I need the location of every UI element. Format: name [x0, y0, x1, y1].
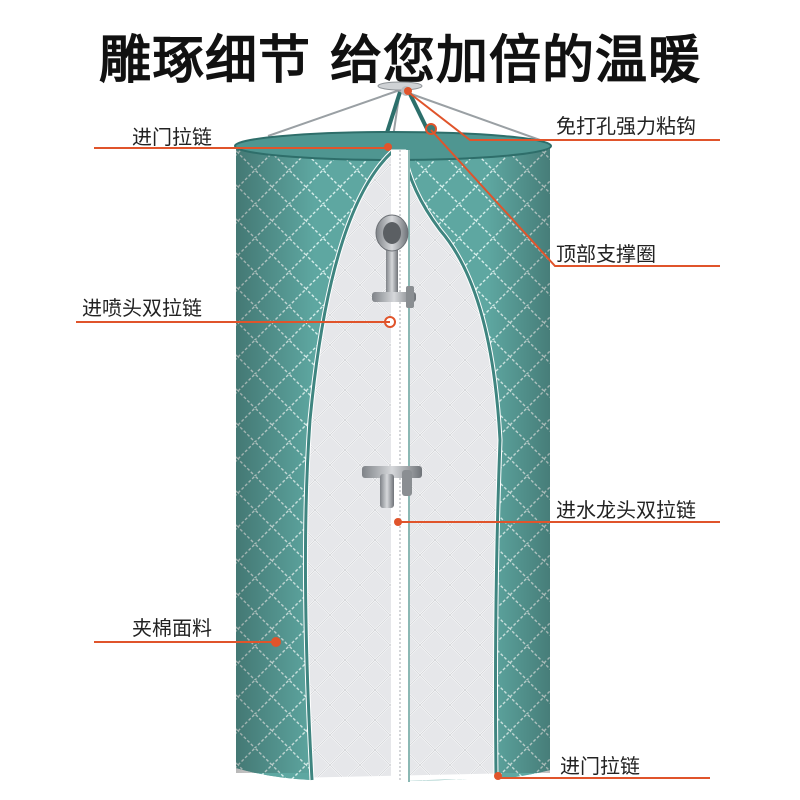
zipper-pull-icons	[271, 87, 502, 780]
shower-tent	[234, 131, 552, 783]
label-entry-zipper-bottom: 进门拉链	[560, 754, 640, 778]
faucet-icon	[362, 466, 422, 508]
hanging-wires	[267, 89, 541, 145]
label-entry-zipper-top: 进门拉链	[132, 125, 212, 149]
page-title: 雕琢细节 给您加倍的温暖	[98, 31, 702, 91]
leader-lines	[76, 91, 720, 779]
label-top-ring: 顶部支撑圈	[556, 242, 656, 266]
shower-head-icon	[372, 214, 416, 308]
label-fabric: 夹棉面料	[132, 616, 212, 640]
label-faucet-zipper: 进水龙头双拉链	[556, 498, 696, 522]
label-shower-zipper: 进喷头双拉链	[82, 296, 202, 320]
label-hook: 免打孔强力粘钩	[556, 114, 696, 138]
